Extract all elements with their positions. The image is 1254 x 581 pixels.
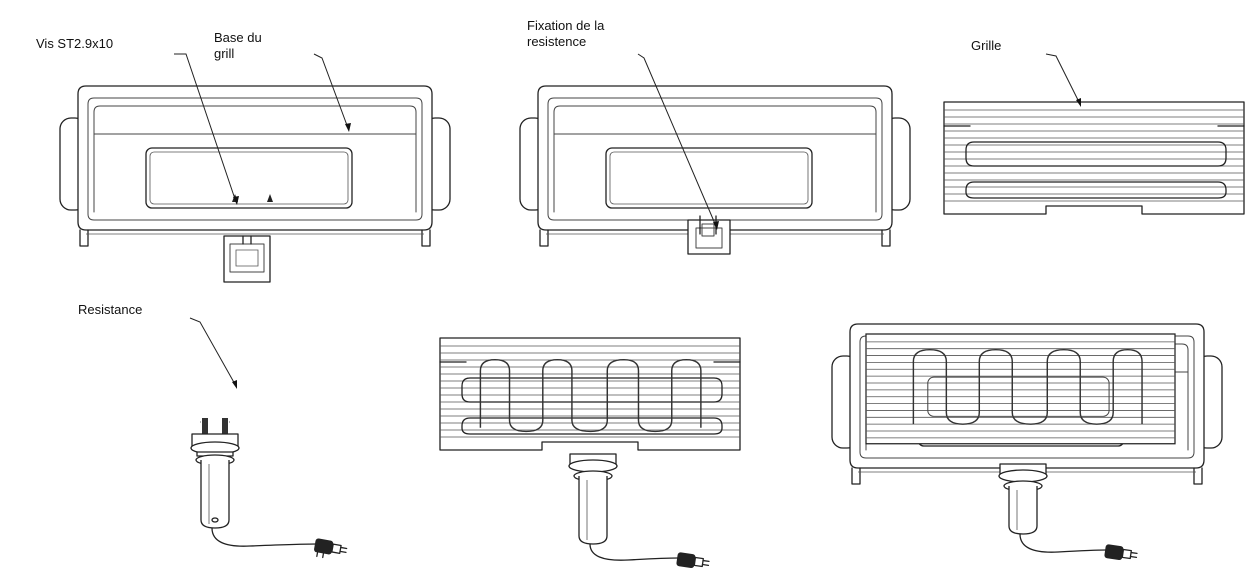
label-base-line2: grill [214,46,235,61]
label-grille: Grille [971,38,1002,53]
grill-base-with-fixation-drawing [519,85,911,255]
assembled-grill-drawing [831,323,1223,560]
label-screw: Vis ST2.9x10 [36,36,114,51]
leader-fixation [637,53,717,227]
label-base-line1: Base du [214,30,262,45]
leader-lines [174,53,1081,389]
leader-grille [1045,53,1081,105]
grille-drawing [943,101,1245,215]
label-fixation-line2: resistence [527,34,587,49]
leader-screw [174,53,237,203]
label-fixation: Fixation de la resistence [527,18,604,50]
resistance-in-grille-drawing [439,337,741,568]
grill-base-drawing [59,85,451,283]
label-base: Base du grill [214,30,262,62]
label-resistance: Resistance [78,302,143,317]
leader-base [313,53,349,129]
label-fixation-line1: Fixation de la [527,18,605,33]
leader-resistance [189,317,237,387]
resistance-drawing [104,346,349,563]
